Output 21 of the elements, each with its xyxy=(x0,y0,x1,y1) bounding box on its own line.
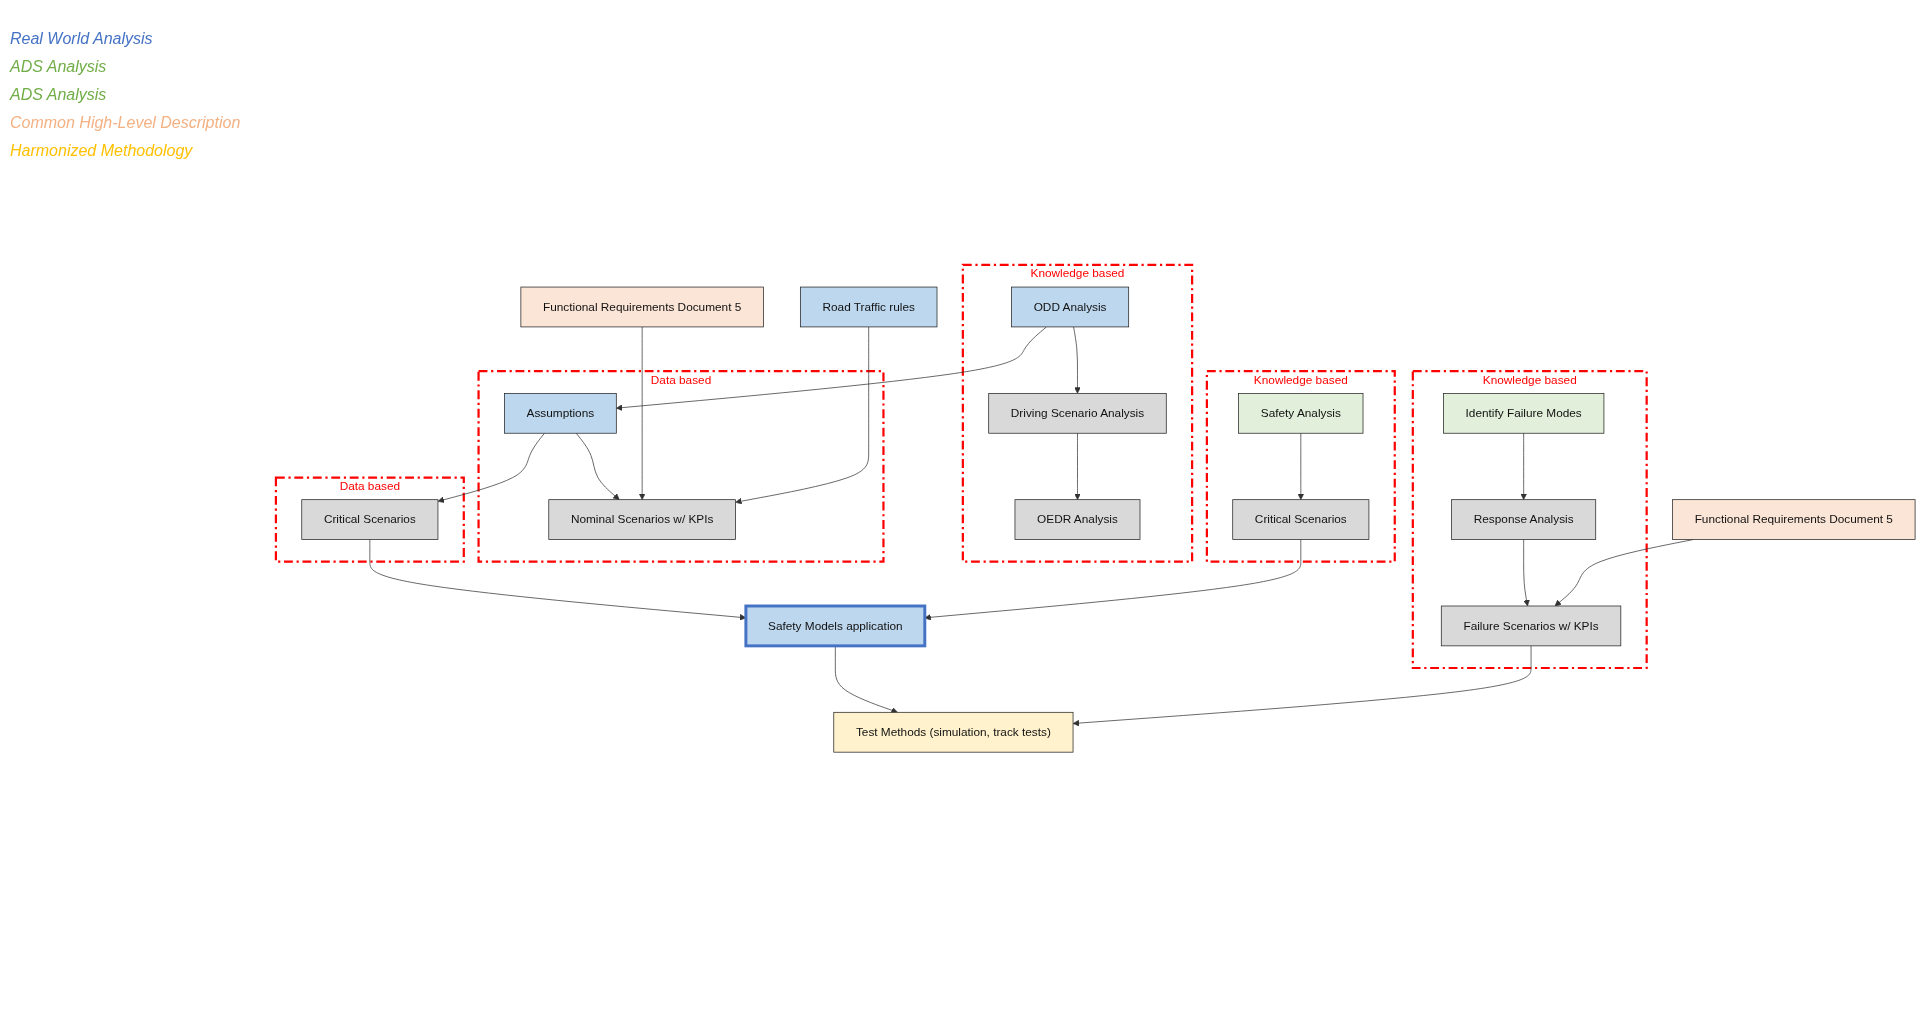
annotation-text: Harmonized Methodology xyxy=(10,142,194,160)
node-box: Functional Requirements Document 5 xyxy=(520,287,764,328)
node-box: Test Methods (simulation, track tests) xyxy=(833,712,1074,753)
annotation-text: ADS Analysis xyxy=(10,58,108,76)
node-box: Response Analysis xyxy=(1451,499,1597,541)
annotation-text: Common High-Level Description xyxy=(10,114,242,132)
node-box: Assumptions xyxy=(504,393,617,435)
node-box: Road Traffic rules xyxy=(800,287,938,328)
node-box: Critical Scenarios xyxy=(301,499,439,541)
node-box: ODD Analysis xyxy=(1011,287,1130,328)
node-box: Critical Scenarios xyxy=(1232,499,1370,541)
node-box: Functional Requirements Document 5 xyxy=(1672,499,1916,541)
node-box: Safety Models application xyxy=(744,604,927,648)
node-box: Failure Scenarios w/ KPIs xyxy=(1440,606,1622,647)
node-box: Identify Failure Modes xyxy=(1443,393,1605,435)
annotation-text: ADS Analysis xyxy=(10,86,108,104)
node-box: Driving Scenario Analysis xyxy=(988,393,1167,435)
node-box: OEDR Analysis xyxy=(1014,499,1141,541)
node-box: Nominal Scenarios w/ KPIs xyxy=(548,499,736,541)
annotation-text: Real World Analysis xyxy=(10,30,154,48)
node-box: Safety Analysis xyxy=(1238,393,1364,435)
